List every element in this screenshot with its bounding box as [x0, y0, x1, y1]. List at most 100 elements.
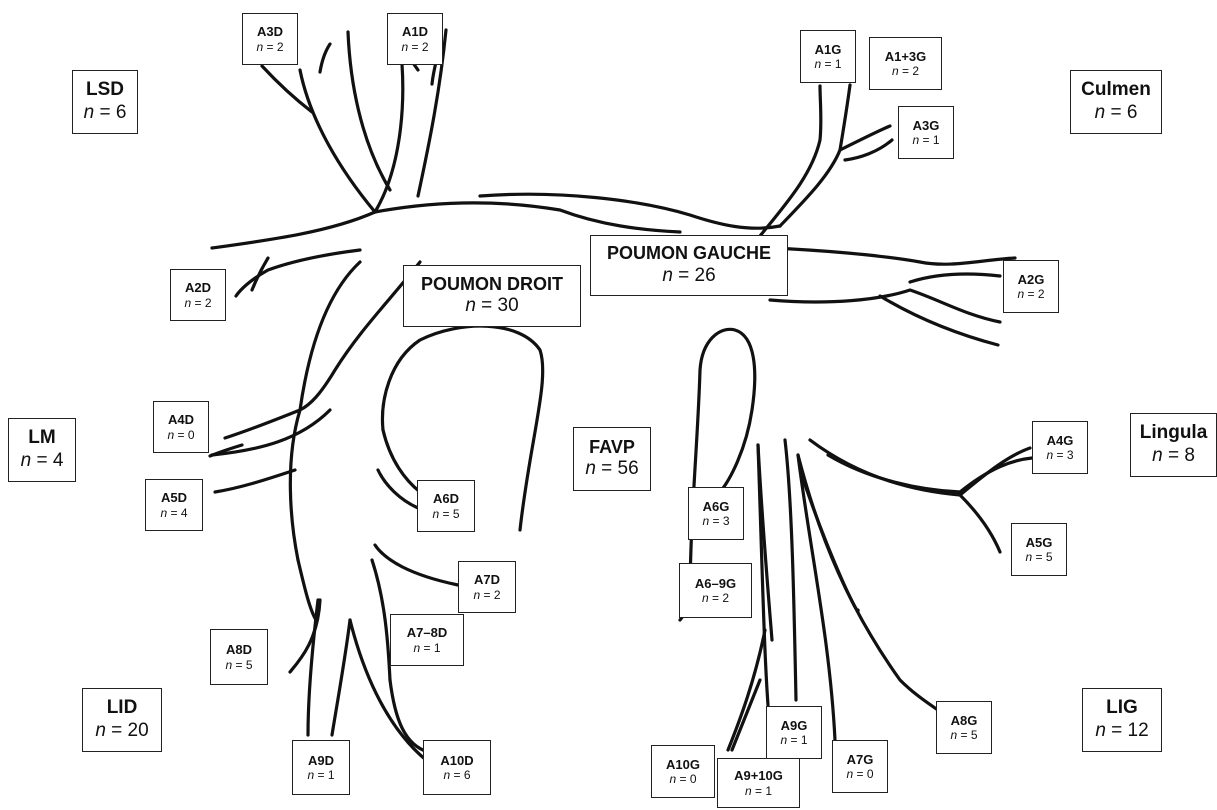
- segment-a2g-label: A2G: [1018, 272, 1045, 288]
- segment-a1-3g-count: n = 2: [892, 64, 919, 78]
- segment-a4d-label: A4D: [168, 412, 194, 428]
- segment-a4d-count: n = 0: [167, 428, 194, 442]
- segment-a9g-label: A9G: [781, 718, 808, 734]
- segment-a5d-label: A5D: [161, 490, 187, 506]
- segment-a2d-label: A2D: [185, 280, 211, 296]
- segment-a8d-box: A8D n = 5: [210, 629, 268, 685]
- segment-a9g-count: n = 1: [780, 733, 807, 747]
- lobe-lingula-label: Lingula: [1140, 422, 1208, 445]
- segment-a10g-label: A10G: [666, 757, 700, 773]
- segment-a7g-label: A7G: [847, 752, 874, 768]
- segment-a1-3g-box: A1+3G n = 2: [869, 37, 942, 90]
- segment-a5d-count: n = 4: [160, 506, 187, 520]
- lobe-lig-count: n = 12: [1095, 720, 1148, 743]
- segment-a7g-count: n = 0: [846, 767, 873, 781]
- segment-a5g-box: A5G n = 5: [1011, 523, 1067, 576]
- segment-a7-8d-count: n = 1: [413, 641, 440, 655]
- lobe-culmen-count: n = 6: [1095, 102, 1138, 125]
- lobe-lid-count: n = 20: [95, 720, 148, 743]
- total-favp-label: FAVP: [589, 437, 635, 459]
- segment-a1d-count: n = 2: [401, 40, 428, 54]
- lobe-culmen-box: Culmen n = 6: [1070, 70, 1162, 134]
- lobe-lig-box: LIG n = 12: [1082, 688, 1162, 752]
- segment-a6g-box: A6G n = 3: [688, 487, 744, 540]
- segment-a3d-box: A3D n = 2: [242, 13, 298, 65]
- segment-a8g-label: A8G: [951, 713, 978, 729]
- lobe-lsd-label: LSD: [86, 79, 124, 102]
- segment-a7d-label: A7D: [474, 572, 500, 588]
- segment-a7-8d-label: A7–8D: [407, 625, 447, 641]
- segment-a10d-count: n = 6: [443, 768, 470, 782]
- segment-a4g-label: A4G: [1047, 433, 1074, 449]
- segment-a3d-count: n = 2: [256, 40, 283, 54]
- segment-a2d-box: A2D n = 2: [170, 269, 226, 321]
- lobe-lig-label: LIG: [1106, 697, 1138, 720]
- segment-a6-9g-label: A6–9G: [695, 576, 736, 592]
- lobe-lsd-count: n = 6: [84, 102, 127, 125]
- segment-a3g-label: A3G: [913, 118, 940, 134]
- segment-a8g-box: A8G n = 5: [936, 701, 992, 754]
- segment-a9-10g-count: n = 1: [745, 784, 772, 798]
- left-lung-count: n = 26: [662, 265, 715, 288]
- segment-a7-8d-box: A7–8D n = 1: [390, 614, 464, 666]
- segment-a1-3g-label: A1+3G: [885, 49, 927, 65]
- segment-a5d-box: A5D n = 4: [145, 479, 203, 531]
- lobe-culmen-label: Culmen: [1081, 79, 1151, 102]
- segment-a6d-label: A6D: [433, 491, 459, 507]
- segment-a1d-box: A1D n = 2: [387, 13, 443, 65]
- segment-a9d-count: n = 1: [307, 768, 334, 782]
- segment-a9-10g-box: A9+10G n = 1: [717, 758, 800, 808]
- segment-a10d-box: A10D n = 6: [423, 740, 491, 795]
- segment-a6d-box: A6D n = 5: [417, 480, 475, 532]
- lobe-lsd-box: LSD n = 6: [72, 70, 138, 134]
- left-lung-label: POUMON GAUCHE: [607, 243, 771, 265]
- right-lung-box: POUMON DROIT n = 30: [403, 265, 581, 327]
- left-pulmonary-artery: [680, 85, 1032, 750]
- segment-a1g-label: A1G: [815, 42, 842, 58]
- segment-a5g-label: A5G: [1026, 535, 1053, 551]
- segment-a10g-box: A10G n = 0: [651, 745, 715, 798]
- segment-a6-9g-count: n = 2: [702, 591, 729, 605]
- right-lung-count: n = 30: [465, 295, 518, 318]
- segment-a4d-box: A4D n = 0: [153, 401, 209, 453]
- lobe-lingula-count: n = 8: [1152, 445, 1195, 468]
- lobe-lid-label: LID: [107, 697, 138, 720]
- segment-a9d-box: A9D n = 1: [292, 740, 350, 795]
- lobe-lid-box: LID n = 20: [82, 688, 162, 752]
- lobe-lm-count: n = 4: [21, 450, 64, 473]
- right-pulmonary-artery: [210, 30, 780, 760]
- segment-a6g-label: A6G: [703, 499, 730, 515]
- segment-a3g-count: n = 1: [912, 133, 939, 147]
- segment-a1g-count: n = 1: [814, 57, 841, 71]
- segment-a8d-count: n = 5: [225, 658, 252, 672]
- segment-a7d-count: n = 2: [473, 588, 500, 602]
- segment-a5g-count: n = 5: [1025, 550, 1052, 564]
- segment-a4g-count: n = 3: [1046, 448, 1073, 462]
- segment-a10d-label: A10D: [440, 753, 473, 769]
- total-favp-box: FAVP n = 56: [573, 427, 651, 491]
- segment-a3d-label: A3D: [257, 24, 283, 40]
- segment-a2d-count: n = 2: [184, 296, 211, 310]
- segment-a6g-count: n = 3: [702, 514, 729, 528]
- left-lung-box: POUMON GAUCHE n = 26: [590, 235, 788, 296]
- segment-a6d-count: n = 5: [432, 507, 459, 521]
- lobe-lm-label: LM: [28, 427, 55, 450]
- segment-a8g-count: n = 5: [950, 728, 977, 742]
- segment-a7g-box: A7G n = 0: [832, 740, 888, 793]
- total-favp-count: n = 56: [585, 458, 638, 481]
- lobe-lm-box: LM n = 4: [8, 418, 76, 482]
- segment-a2g-count: n = 2: [1017, 287, 1044, 301]
- segment-a9-10g-label: A9+10G: [734, 768, 783, 784]
- segment-a4g-box: A4G n = 3: [1032, 421, 1088, 474]
- segment-a1d-label: A1D: [402, 24, 428, 40]
- segment-a3g-box: A3G n = 1: [898, 106, 954, 159]
- segment-a2g-box: A2G n = 2: [1003, 260, 1059, 313]
- segment-a7d-box: A7D n = 2: [458, 561, 516, 613]
- segment-a8d-label: A8D: [226, 642, 252, 658]
- right-lung-label: POUMON DROIT: [421, 274, 563, 296]
- segment-a6-9g-box: A6–9G n = 2: [679, 563, 752, 618]
- segment-a1g-box: A1G n = 1: [800, 30, 856, 83]
- segment-a10g-count: n = 0: [669, 772, 696, 786]
- segment-a9d-label: A9D: [308, 753, 334, 769]
